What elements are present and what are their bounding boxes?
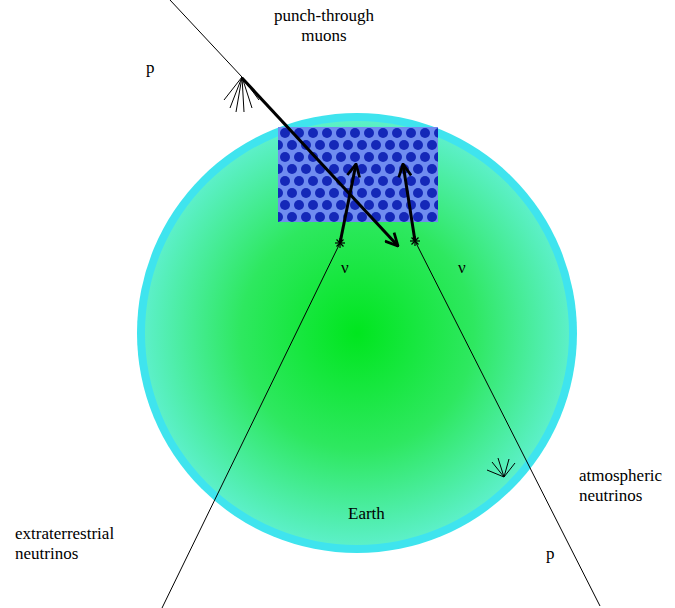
particle-symbol: ν bbox=[341, 258, 349, 278]
particle-symbol: p bbox=[546, 544, 555, 564]
air-shower bbox=[224, 77, 259, 112]
neutrino-track bbox=[162, 243, 340, 608]
annotation: atmospheric neutrinos bbox=[579, 466, 671, 507]
air-shower bbox=[487, 458, 515, 477]
neutrino-track bbox=[415, 241, 600, 606]
muon-arrow bbox=[403, 164, 415, 241]
annotation: extraterrestrial neutrinos bbox=[15, 524, 137, 565]
muon-arrow bbox=[242, 78, 398, 246]
annotation: punch-through muons bbox=[260, 6, 388, 47]
particle-symbol: p bbox=[146, 58, 155, 78]
vertex-star bbox=[335, 236, 420, 248]
particle-symbol: ν bbox=[458, 258, 466, 278]
muon-arrow bbox=[340, 164, 356, 243]
node-label: Earth bbox=[348, 504, 385, 524]
proton-track bbox=[170, 0, 242, 77]
